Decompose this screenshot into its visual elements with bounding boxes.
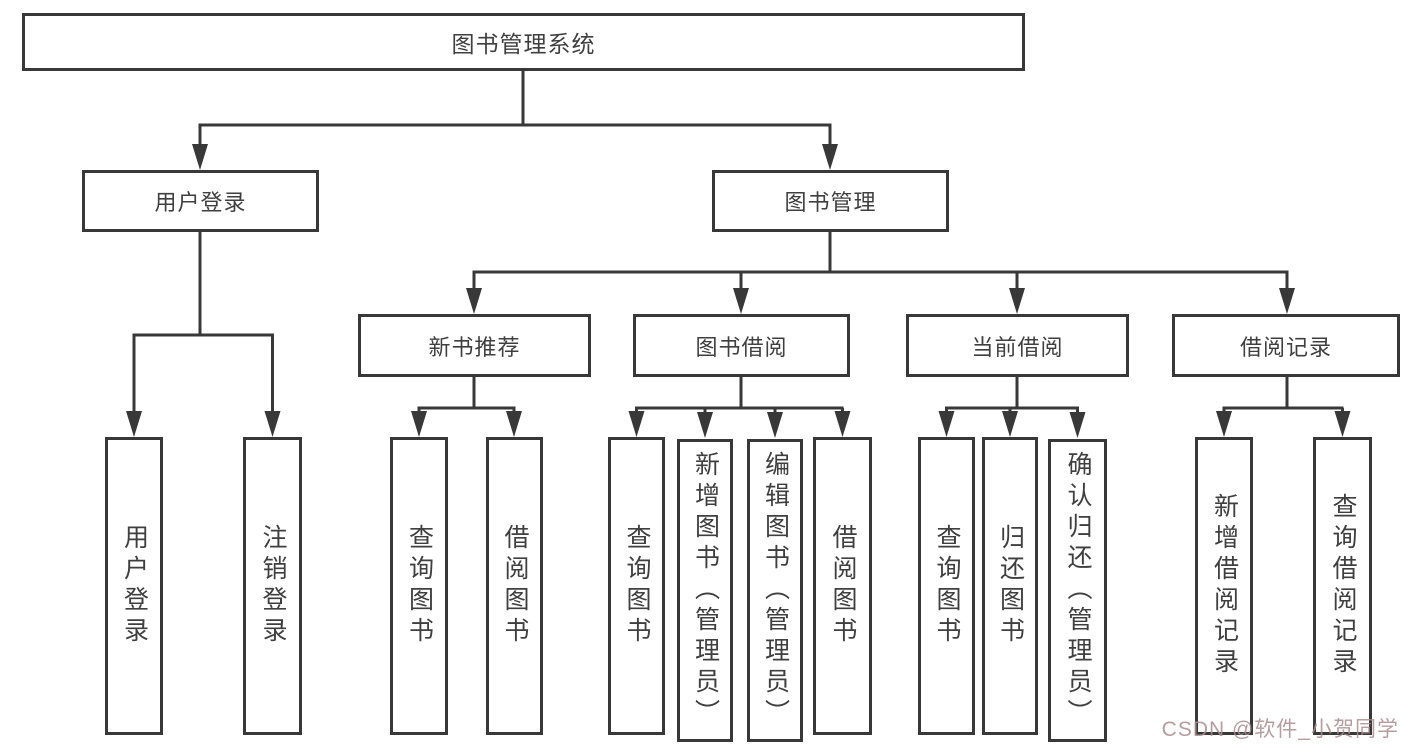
connector-book-borrowing-branch: [628, 377, 851, 438]
leaf-label: 用户登录: [120, 524, 149, 648]
node-label: 借阅记录: [1239, 334, 1332, 360]
leaf-borrow-books-borrowing: 借阅图书: [813, 437, 872, 735]
leaf-edit-book-admin: 编辑图书（管理员）: [747, 439, 803, 742]
node-label: 用户登录: [154, 190, 247, 215]
leaf-return-books: 归还图书: [982, 437, 1038, 735]
leaf-query-books-recommend: 查询图书: [390, 437, 448, 735]
node-label: 图书管理: [784, 190, 877, 215]
node-current-borrowing: 当前借阅: [906, 314, 1129, 377]
leaf-label: 新增图书（管理员）: [691, 451, 720, 730]
node-label: 图书管理系统: [451, 31, 596, 57]
leaf-label: 借阅图书: [829, 524, 857, 648]
node-book-borrowing: 图书借阅: [633, 314, 850, 377]
node-label: 当前借阅: [971, 334, 1064, 360]
node-user-login: 用户登录: [82, 170, 319, 232]
leaf-add-borrow-record: 新增借阅记录: [1195, 437, 1253, 735]
leaf-query-books-current: 查询图书: [918, 437, 975, 735]
node-label: 新书推荐: [428, 334, 521, 360]
leaf-user-login: 用户登录: [105, 437, 163, 735]
leaf-label: 编辑图书（管理员）: [761, 451, 790, 730]
leaf-label: 查询图书: [623, 524, 651, 648]
leaf-logout: 注销登录: [243, 437, 302, 735]
connector-borrowing-records-branch: [1216, 377, 1351, 437]
node-borrowing-records: 借阅记录: [1172, 314, 1400, 377]
leaf-label: 确认归还（管理员）: [1064, 451, 1092, 730]
node-library-management-system: 图书管理系统: [22, 13, 1025, 71]
leaf-label: 借阅图书: [501, 524, 529, 648]
leaf-label: 注销登录: [259, 524, 287, 648]
leaf-query-borrow-record: 查询借阅记录: [1313, 437, 1372, 735]
leaf-label: 新增借阅记录: [1210, 493, 1239, 679]
leaf-borrow-books-recommend: 借阅图书: [486, 437, 543, 735]
node-label: 图书借阅: [695, 334, 788, 360]
leaf-confirm-return-admin: 确认归还（管理员）: [1048, 439, 1107, 742]
connector-new-book-recommendation-branch: [411, 377, 522, 437]
node-new-book-recommendation: 新书推荐: [358, 314, 591, 377]
leaf-add-book-admin: 新增图书（管理员）: [677, 439, 733, 742]
connector-user-login-branch: [126, 232, 281, 437]
leaf-label: 查询借阅记录: [1329, 493, 1357, 679]
leaf-label: 归还图书: [996, 524, 1025, 648]
connector-book-management-branch: [466, 232, 1295, 314]
leaf-label: 查询图书: [405, 524, 434, 648]
leaf-label: 查询图书: [933, 524, 961, 648]
connector-root-to-level2: [192, 71, 838, 170]
leaf-query-books-borrowing: 查询图书: [608, 437, 665, 735]
csdn-watermark: CSDN @软件_小贺同学: [1161, 718, 1399, 741]
node-book-management: 图书管理: [712, 170, 949, 232]
connector-current-borrowing-branch: [938, 377, 1086, 438]
